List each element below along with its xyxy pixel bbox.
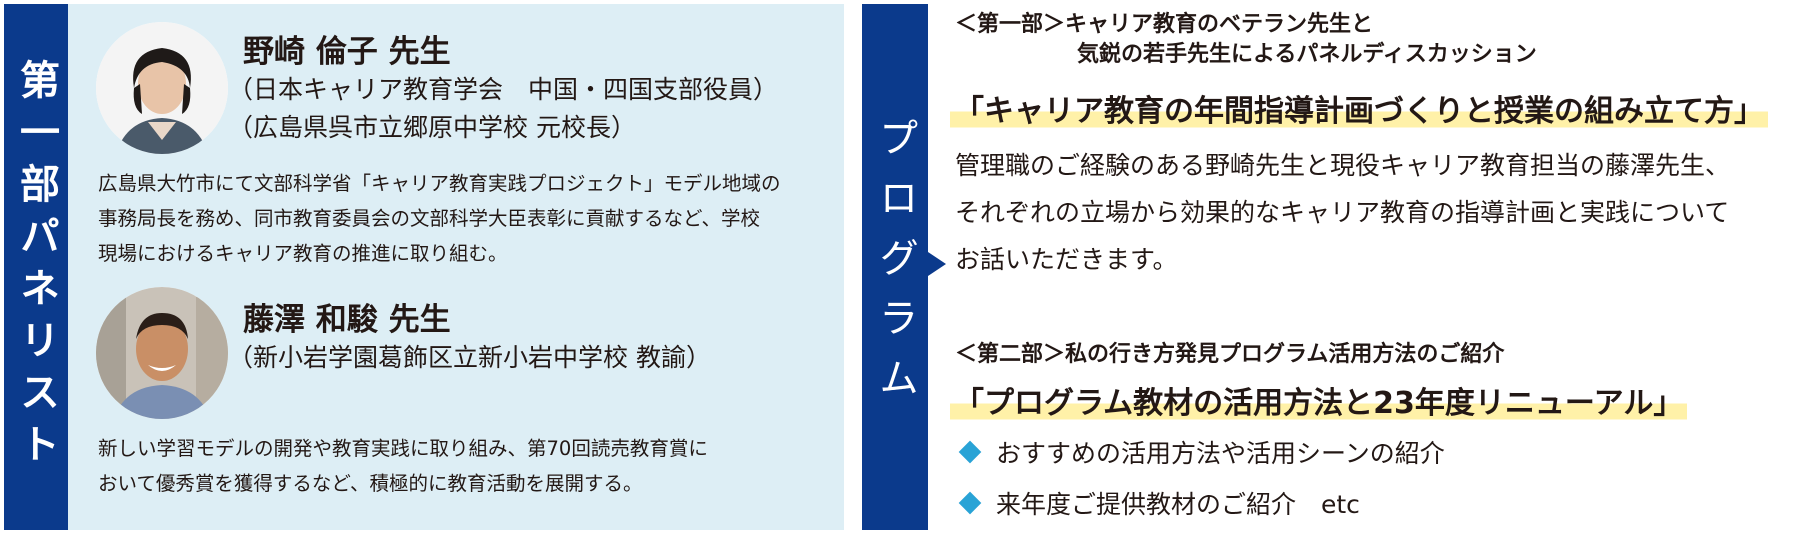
panelist-photo-fujisawa: [96, 287, 228, 419]
section-tab-panelists: 第一部パネリスト: [4, 4, 68, 530]
program-part2-title: 「プログラム教材の活用方法と23年度リニューアル」: [950, 378, 1688, 422]
program-part1-description: 管理職のご経験のある野崎先生と現役キャリア教育担当の藤澤先生、 それぞれの立場か…: [955, 151, 1731, 274]
panelist-name: 藤澤 和駿 先生: [243, 302, 451, 338]
diamond-bullet-icon: [958, 491, 982, 515]
panelist-bio: 広島県大竹市にて文部科学省「キャリア教育実践プロジェクト」モデル地域の 事務局長…: [98, 172, 781, 265]
program-bullet-item: おすすめの活用方法や活用シーンの紹介: [958, 434, 1445, 470]
program-bullet-item: 来年度ご提供教材のご紹介 etc: [958, 485, 1360, 521]
section-tab-label: プログラム: [872, 117, 918, 417]
panelist-affiliation: （広島県呉市立郷原中学校 元校長）: [228, 113, 636, 142]
program-part2-heading: ＜第二部＞私の行き方発見プログラム活用方法のご紹介: [955, 342, 1505, 367]
panelist-affiliation: （新小岩学園葛飾区立新小岩中学校 教諭）: [228, 343, 711, 372]
program-part1-title: 「キャリア教育の年間指導計画づくりと授業の組み立て方」: [950, 86, 1768, 130]
diamond-bullet-icon: [958, 440, 982, 464]
panelist-bio: 新しい学習モデルの開発や教育実践に取り組み、第70回読売教育賞に おいて優秀賞を…: [98, 437, 708, 495]
panelist-name: 野崎 倫子 先生: [243, 34, 451, 70]
panelist-affiliation: （日本キャリア教育学会 中国・四国支部役員）: [228, 75, 779, 104]
section-tab-program: プログラム: [862, 4, 928, 530]
arrow-right-icon: [928, 252, 946, 276]
section-tab-label: 第一部パネリスト: [13, 59, 59, 475]
panelist-photo-nozaki: [96, 22, 228, 154]
panelists-panel: 野崎 倫子 先生 （日本キャリア教育学会 中国・四国支部役員） （広島県呉市立郷…: [68, 4, 844, 530]
program-part1-heading: ＜第一部＞キャリア教育のベテラン先生と 気鋭の若手先生によるパネルディスカッショ…: [955, 12, 1537, 67]
